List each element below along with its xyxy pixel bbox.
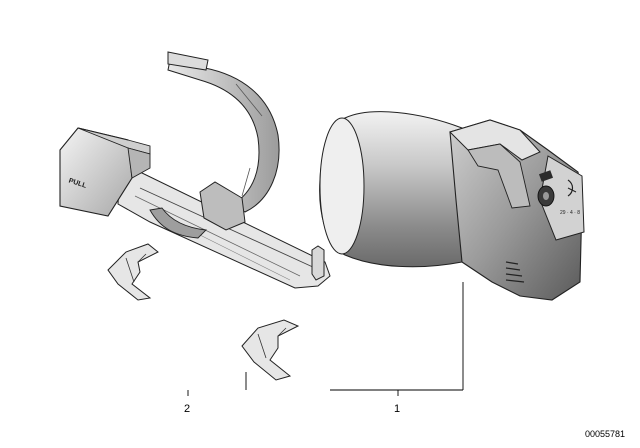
- strap-end-tab: [167, 51, 209, 71]
- leader-lines: [187, 282, 464, 396]
- callout-label-2: 2: [184, 403, 190, 415]
- holder-bracket-assembly: PULL: [59, 51, 331, 289]
- retaining-clip-bottom: [241, 319, 300, 381]
- rail-end-post: [311, 245, 325, 281]
- flashlight-grip-vents: [505, 261, 525, 283]
- diagram-number: 00055781: [585, 429, 625, 439]
- holder-mid-clip: [199, 181, 246, 231]
- svg-text:29 · 4 · 8: 29 · 4 · 8: [560, 210, 580, 216]
- flashlight-lens: [319, 117, 365, 255]
- callout-label-1: 1: [394, 403, 400, 415]
- retaining-clip-left: [107, 243, 159, 301]
- flashlight: 29 · 4 · 8: [319, 111, 585, 301]
